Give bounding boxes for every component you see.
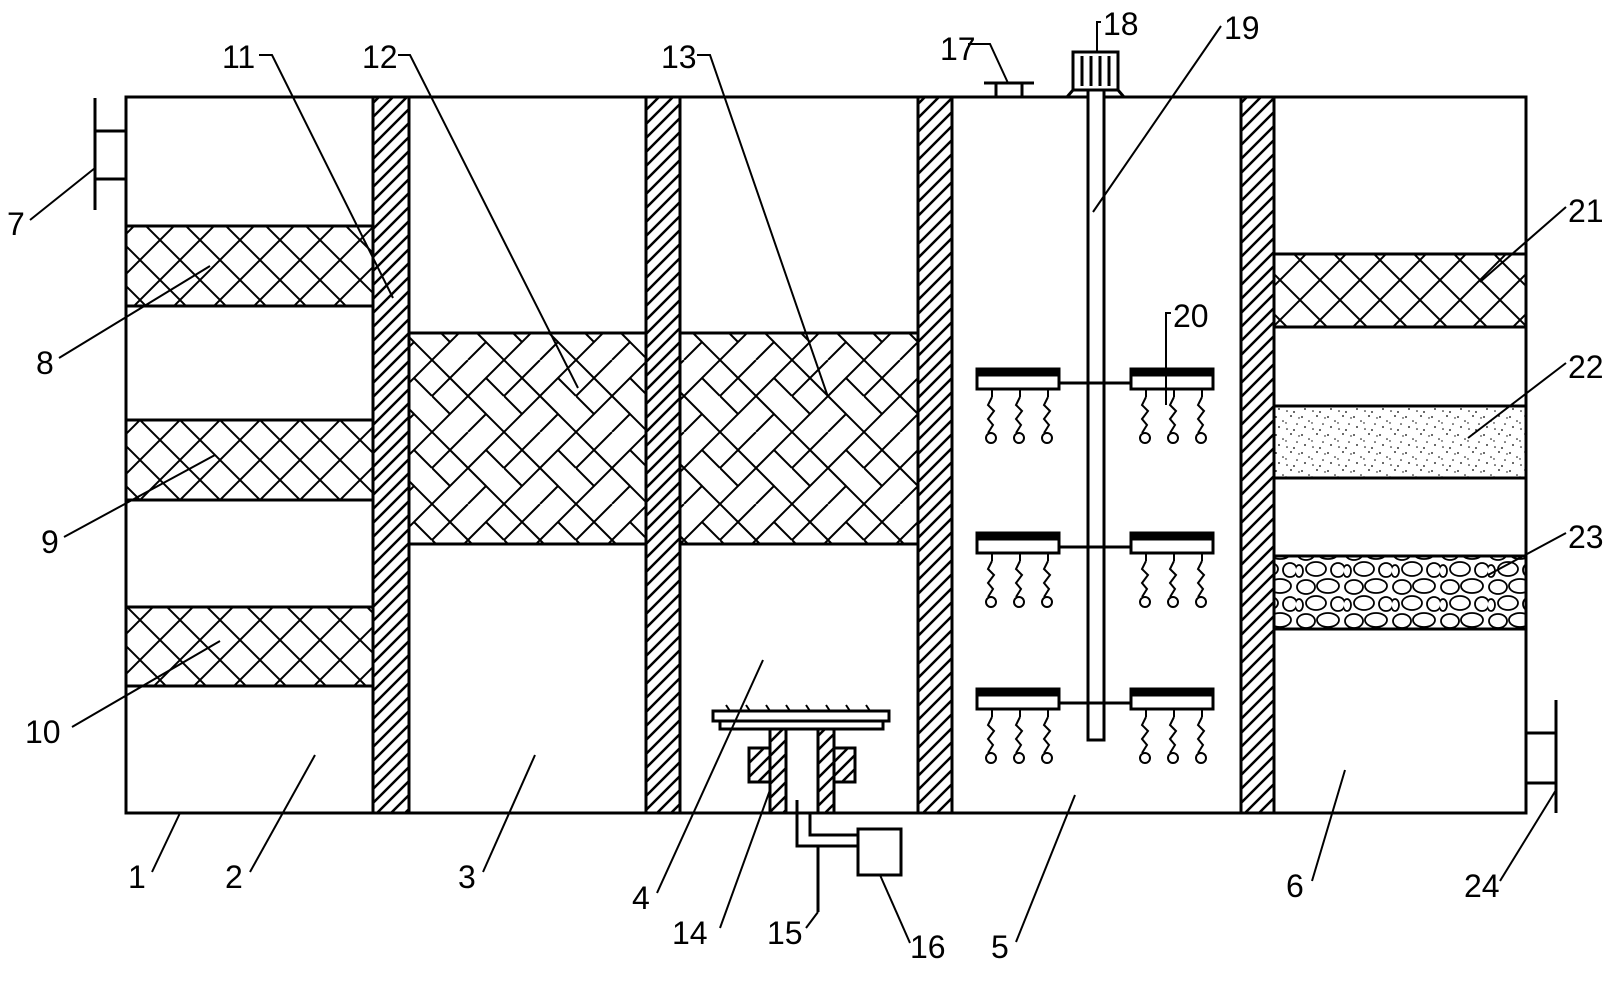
chain-brush bbox=[1013, 389, 1025, 444]
leader-20 bbox=[1165, 312, 1171, 405]
chain-brush bbox=[1041, 709, 1053, 764]
chain-brush bbox=[1041, 389, 1053, 444]
callout-labels: 1 2 3 4 5 6 7 8 9 10 11 12 13 14 15 16 1… bbox=[7, 6, 1604, 965]
air-pipe-15 bbox=[795, 800, 858, 912]
leader-13 bbox=[697, 54, 829, 398]
stirring-arm bbox=[975, 531, 1215, 555]
aeration-disc-14 bbox=[711, 704, 891, 815]
callout-22: 22 bbox=[1568, 349, 1604, 385]
leader-16 bbox=[879, 874, 911, 944]
leader-9 bbox=[63, 454, 216, 538]
chain-brush bbox=[1013, 553, 1025, 608]
sand-layer-22 bbox=[1272, 404, 1528, 480]
stirring-arm bbox=[975, 367, 1215, 391]
partition-wall-11 bbox=[371, 95, 411, 815]
leader-24 bbox=[1499, 789, 1557, 882]
callout-3: 3 bbox=[458, 859, 476, 895]
callout-17: 17 bbox=[940, 31, 976, 67]
partition-wall-d bbox=[1239, 95, 1276, 815]
callout-19: 19 bbox=[1224, 10, 1260, 46]
callout-7: 7 bbox=[7, 206, 25, 242]
chain-brush bbox=[1167, 709, 1179, 764]
outlet-pipe-24 bbox=[1524, 700, 1558, 813]
leader-21 bbox=[1479, 206, 1567, 283]
callout-8: 8 bbox=[36, 345, 54, 381]
leader-15 bbox=[805, 911, 819, 929]
callout-2: 2 bbox=[225, 859, 243, 895]
callout-9: 9 bbox=[41, 524, 59, 560]
chain-brush bbox=[1167, 553, 1179, 608]
callout-23: 23 bbox=[1568, 519, 1604, 555]
stirring-shaft-19 bbox=[1086, 88, 1106, 742]
callout-6: 6 bbox=[1286, 868, 1304, 904]
callout-24: 24 bbox=[1464, 868, 1500, 904]
chain-brush bbox=[1041, 553, 1053, 608]
leader-12 bbox=[398, 54, 579, 389]
callout-14: 14 bbox=[672, 915, 708, 951]
leader-11 bbox=[259, 54, 394, 299]
chain-brush bbox=[1139, 389, 1151, 444]
callout-12: 12 bbox=[362, 39, 398, 75]
partition-wall-b bbox=[644, 95, 682, 815]
leader-3 bbox=[482, 754, 536, 873]
callout-5: 5 bbox=[991, 929, 1009, 965]
vent-17 bbox=[984, 81, 1034, 99]
leader-5 bbox=[1015, 794, 1076, 943]
inlet-pipe-7 bbox=[93, 98, 128, 210]
stirring-arm bbox=[975, 687, 1215, 711]
chain-brush bbox=[1195, 709, 1207, 764]
blower-16 bbox=[856, 827, 903, 877]
leader-7 bbox=[29, 167, 96, 221]
screen-layer-21 bbox=[1272, 252, 1528, 329]
leader-2 bbox=[249, 754, 316, 873]
callout-4: 4 bbox=[632, 880, 650, 916]
chain-brush bbox=[1139, 553, 1151, 608]
leader-22 bbox=[1467, 362, 1567, 439]
chain-brush bbox=[1139, 709, 1151, 764]
callout-20: 20 bbox=[1173, 298, 1209, 334]
leader-8 bbox=[58, 265, 211, 359]
callout-18: 18 bbox=[1103, 6, 1139, 42]
leader-6 bbox=[1311, 769, 1346, 882]
callout-10: 10 bbox=[25, 714, 61, 750]
partition-wall-c bbox=[916, 95, 954, 815]
packing-layer-13 bbox=[678, 331, 920, 546]
callout-15: 15 bbox=[767, 915, 803, 951]
chain-brush bbox=[985, 553, 997, 608]
chain-brush bbox=[1167, 389, 1179, 444]
leader-17 bbox=[968, 43, 1009, 84]
callout-11: 11 bbox=[222, 39, 255, 75]
packing-layer-12 bbox=[407, 331, 648, 546]
chain-brush bbox=[985, 709, 997, 764]
callout-16: 16 bbox=[910, 929, 946, 965]
chain-brush bbox=[1195, 553, 1207, 608]
callout-21: 21 bbox=[1568, 193, 1604, 229]
callout-leaders bbox=[29, 21, 1567, 944]
callout-13: 13 bbox=[661, 39, 697, 75]
chain-brush bbox=[1013, 709, 1025, 764]
leader-4 bbox=[656, 659, 764, 894]
stirring-arms-20 bbox=[975, 367, 1215, 764]
leader-1 bbox=[151, 812, 181, 873]
screen-layer-9 bbox=[124, 418, 375, 502]
leader-10 bbox=[71, 640, 221, 728]
chain-brush bbox=[985, 389, 997, 444]
leader-18 bbox=[1096, 21, 1101, 52]
callout-1: 1 bbox=[128, 859, 146, 895]
leader-19 bbox=[1092, 25, 1222, 213]
leader-23 bbox=[1487, 532, 1567, 576]
gravel-layer-23 bbox=[1272, 554, 1528, 631]
leader-14 bbox=[719, 789, 771, 929]
chain-brush bbox=[1195, 389, 1207, 444]
